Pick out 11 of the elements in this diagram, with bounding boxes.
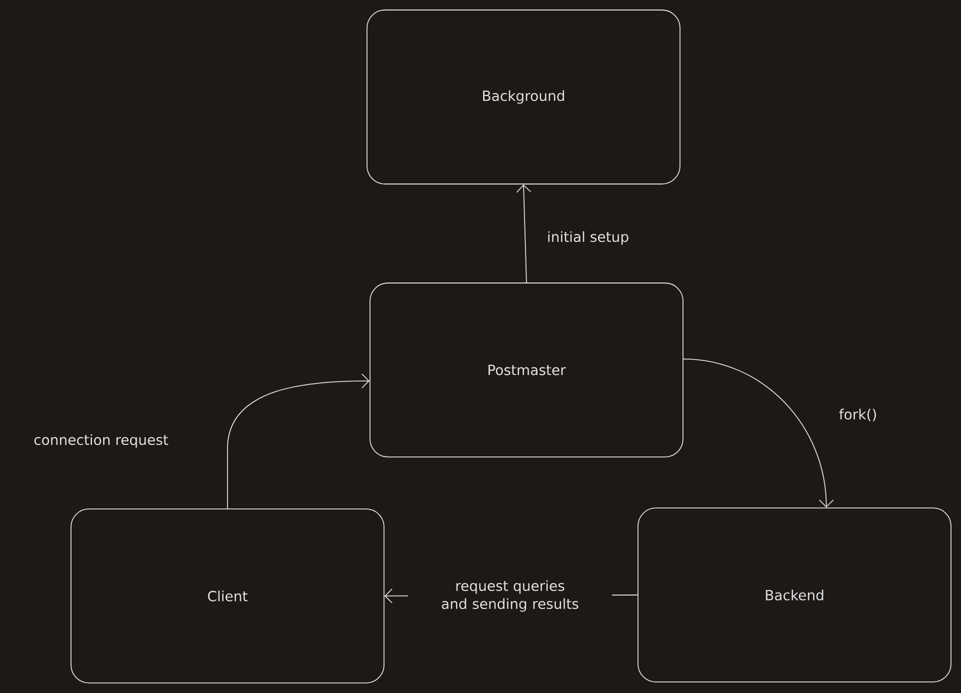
- process-box: Postmaster: [370, 282, 684, 458]
- edge-label: initial setup: [544, 229, 632, 247]
- process-box: Client: [70, 508, 384, 684]
- arrow: [516, 184, 532, 283]
- edge-label: request queries and sending results: [408, 578, 612, 614]
- arrow: [683, 358, 834, 508]
- arrow: [227, 374, 370, 509]
- process-box: Backend: [638, 508, 952, 682]
- edge-label: connection request: [32, 432, 170, 450]
- edge-label: fork(): [836, 406, 880, 424]
- process-box: Background: [366, 10, 680, 184]
